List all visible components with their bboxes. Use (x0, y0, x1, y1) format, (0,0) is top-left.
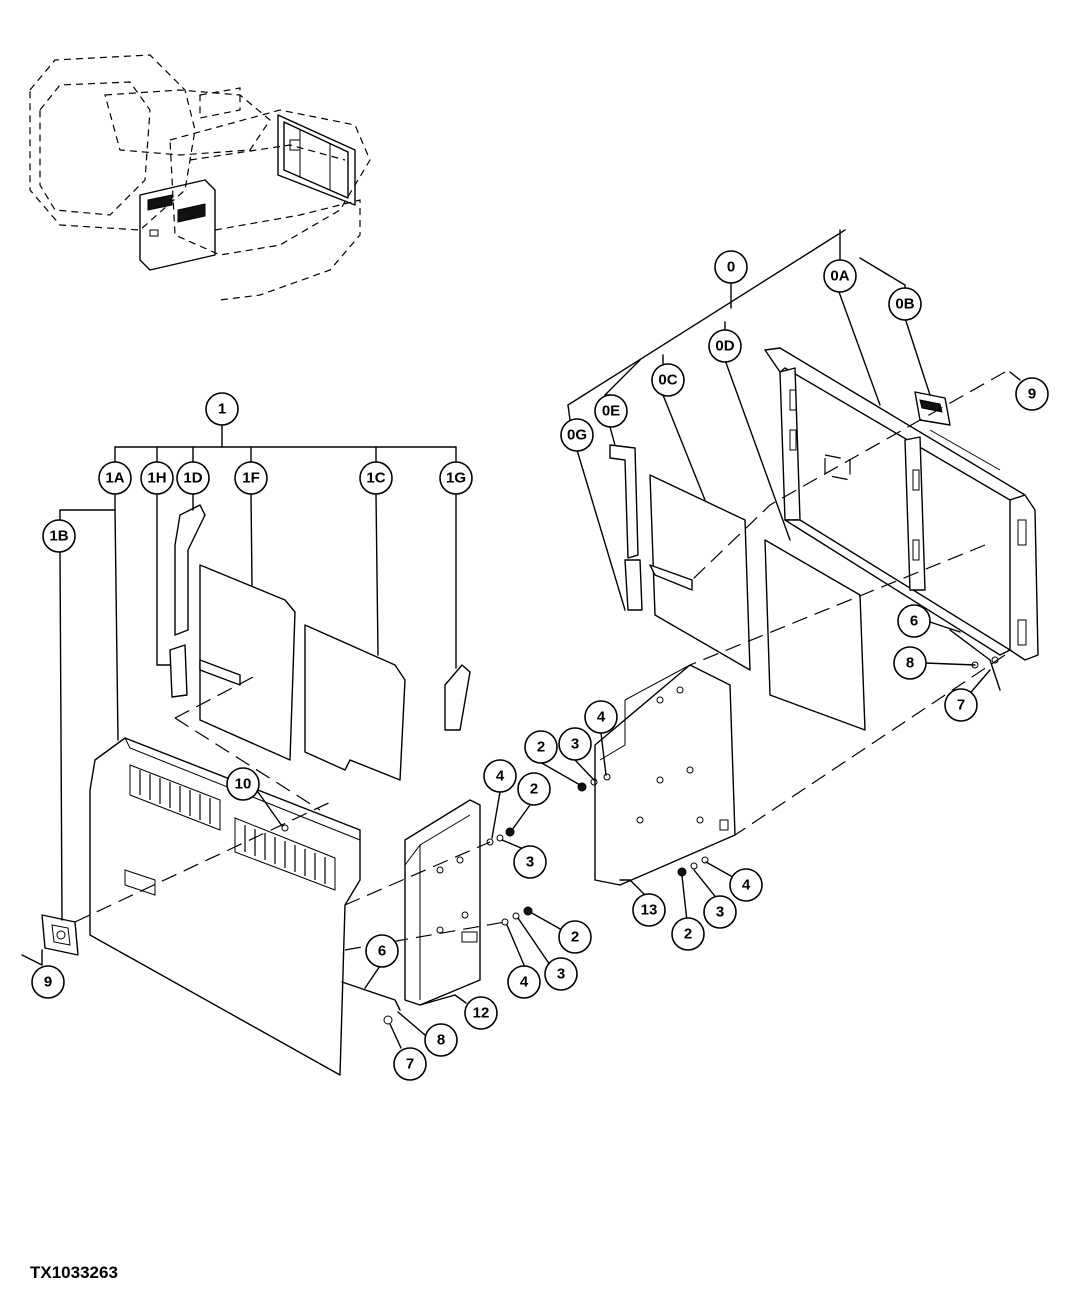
callout-6-left: 6 (365, 934, 399, 968)
svg-text:7: 7 (406, 1056, 414, 1073)
callout-10: 10 (226, 767, 260, 801)
callout-1: 1 (205, 392, 239, 426)
svg-text:1A: 1A (105, 470, 124, 487)
callout-0: 0 (714, 250, 748, 284)
callout-3-left-lower: 3 (544, 957, 578, 991)
callout-2-left-lower: 2 (558, 920, 592, 954)
svg-text:1C: 1C (366, 470, 385, 487)
svg-text:0G: 0G (567, 427, 587, 444)
svg-text:0B: 0B (895, 296, 914, 313)
svg-text:0: 0 (727, 259, 735, 276)
callout-4-left-lower: 4 (507, 965, 541, 999)
callout-1G: 1G (439, 461, 473, 495)
svg-text:1F: 1F (242, 470, 260, 487)
callout-1C: 1C (359, 461, 393, 495)
svg-text:2: 2 (684, 926, 692, 943)
svg-text:2: 2 (530, 781, 538, 798)
svg-text:3: 3 (557, 966, 565, 983)
svg-text:1H: 1H (147, 470, 166, 487)
svg-text:3: 3 (716, 904, 724, 921)
callout-9-right: 9 (1015, 377, 1049, 411)
svg-text:8: 8 (437, 1032, 445, 1049)
svg-text:0C: 0C (658, 372, 677, 389)
callout-2-right-upper: 2 (524, 730, 558, 764)
callout-7-left: 7 (393, 1047, 427, 1081)
svg-text:12: 12 (473, 1005, 490, 1022)
callout-12: 12 (464, 996, 498, 1030)
callout-3-right-upper: 3 (558, 727, 592, 761)
side-door-assembly (41, 504, 533, 1076)
svg-text:1G: 1G (446, 470, 466, 487)
svg-text:4: 4 (520, 974, 529, 991)
svg-text:8: 8 (906, 655, 914, 672)
callout-9-left: 9 (31, 965, 65, 999)
callout-3-right-lower: 3 (703, 895, 737, 929)
callout-1D: 1D (176, 461, 210, 495)
callout-1B: 1B (42, 519, 76, 553)
svg-text:4: 4 (742, 877, 751, 894)
callout-2-left-upper: 2 (517, 772, 551, 806)
callout-2-right-lower: 2 (671, 917, 705, 951)
callout-1A: 1A (98, 461, 132, 495)
callout-0A: 0A (823, 259, 857, 293)
callout-0G: 0G (560, 418, 594, 452)
svg-text:3: 3 (571, 736, 579, 753)
callout-0E: 0E (594, 394, 628, 428)
callout-8-left: 8 (424, 1023, 458, 1057)
frame-assembly (577, 347, 1039, 886)
callout-7-right: 7 (944, 688, 978, 722)
callout-13: 13 (632, 893, 666, 927)
callout-6-right: 6 (897, 604, 931, 638)
svg-text:6: 6 (378, 943, 386, 960)
svg-text:4: 4 (597, 709, 606, 726)
svg-text:10: 10 (235, 776, 252, 793)
svg-text:2: 2 (537, 739, 545, 756)
callout-1H: 1H (140, 461, 174, 495)
callout-0B: 0B (888, 287, 922, 321)
svg-text:0E: 0E (602, 403, 620, 420)
callout-1F: 1F (234, 461, 268, 495)
callout-0D: 0D (708, 329, 742, 363)
svg-text:13: 13 (641, 902, 658, 919)
svg-text:3: 3 (526, 854, 534, 871)
svg-text:4: 4 (496, 768, 505, 785)
svg-text:0A: 0A (830, 268, 849, 285)
callouts: 0 0A 0B 0D 0C 0E 0G 9 6 8 7 4 2 3 4 3 2 … (31, 250, 1049, 1081)
callout-4-right-upper: 4 (584, 700, 618, 734)
figure-id: TX1033263 (30, 1263, 118, 1282)
svg-text:9: 9 (1028, 386, 1036, 403)
callout-3-left-upper: 3 (513, 845, 547, 879)
svg-text:2: 2 (571, 929, 579, 946)
machine-overview-inset (29, 54, 371, 301)
callout-4-right-lower: 4 (729, 868, 763, 902)
callout-4-left-upper: 4 (483, 759, 517, 793)
svg-text:0D: 0D (715, 338, 734, 355)
callout-0C: 0C (651, 363, 685, 397)
callout-8-right: 8 (893, 646, 927, 680)
svg-text:1B: 1B (49, 528, 68, 545)
svg-text:1: 1 (218, 401, 226, 418)
svg-text:6: 6 (910, 613, 918, 630)
svg-text:9: 9 (44, 974, 52, 991)
svg-text:7: 7 (957, 697, 965, 714)
svg-text:1D: 1D (183, 470, 202, 487)
